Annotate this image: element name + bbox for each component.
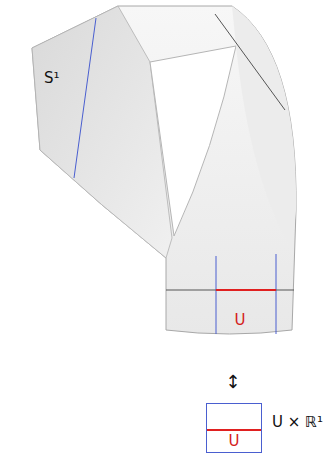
correspondence-arrow: ↕	[225, 372, 240, 392]
open-set-line	[207, 429, 261, 431]
open-set-label: U	[235, 312, 246, 329]
local-chart-box: U	[206, 403, 262, 453]
product-label: U × ℝ¹	[272, 414, 323, 431]
open-set-label: U	[229, 433, 240, 450]
space-label: S¹	[44, 70, 60, 87]
